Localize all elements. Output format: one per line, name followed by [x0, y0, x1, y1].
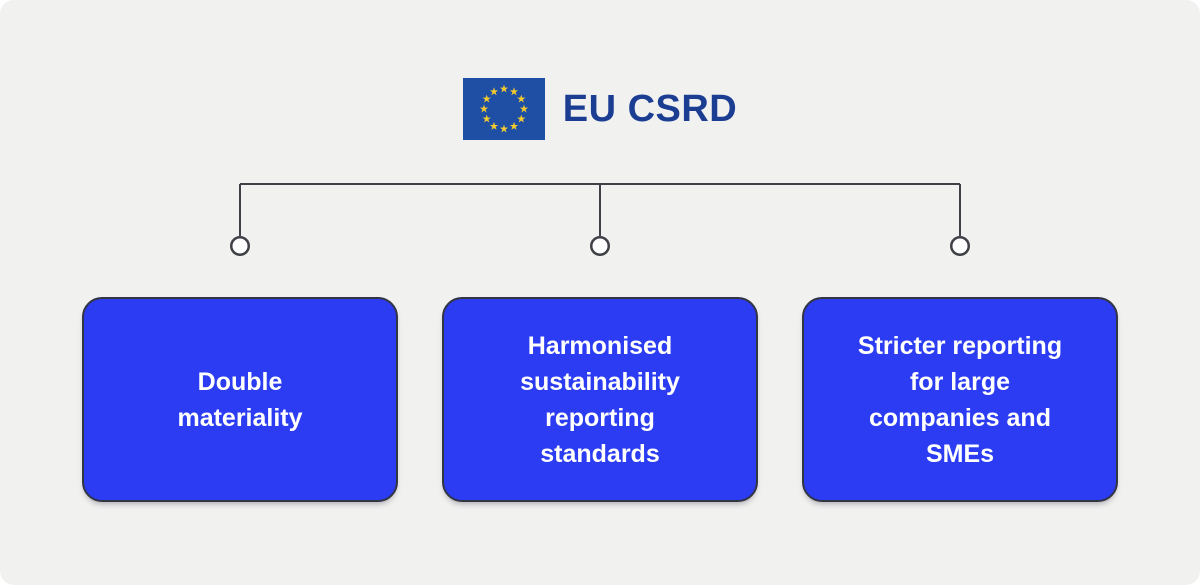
eu-flag-icon [462, 78, 545, 140]
header: EU CSRD [0, 78, 1200, 140]
card-harmonised-standards: Harmonised sustainability reporting stan… [442, 297, 758, 502]
card-label: Harmonised sustainability reporting stan… [520, 331, 680, 468]
connector-center-terminal-circle [590, 236, 610, 256]
card-double-materiality: Double materiality [82, 297, 398, 502]
connector-right-terminal-circle [950, 236, 970, 256]
card-stricter-reporting: Stricter reporting for large companies a… [802, 297, 1118, 502]
card-label: Double materiality [177, 367, 303, 432]
page-title: EU CSRD [562, 88, 738, 130]
connector-left-terminal-circle [230, 236, 250, 256]
card-label: Stricter reporting for large companies a… [857, 331, 1063, 468]
